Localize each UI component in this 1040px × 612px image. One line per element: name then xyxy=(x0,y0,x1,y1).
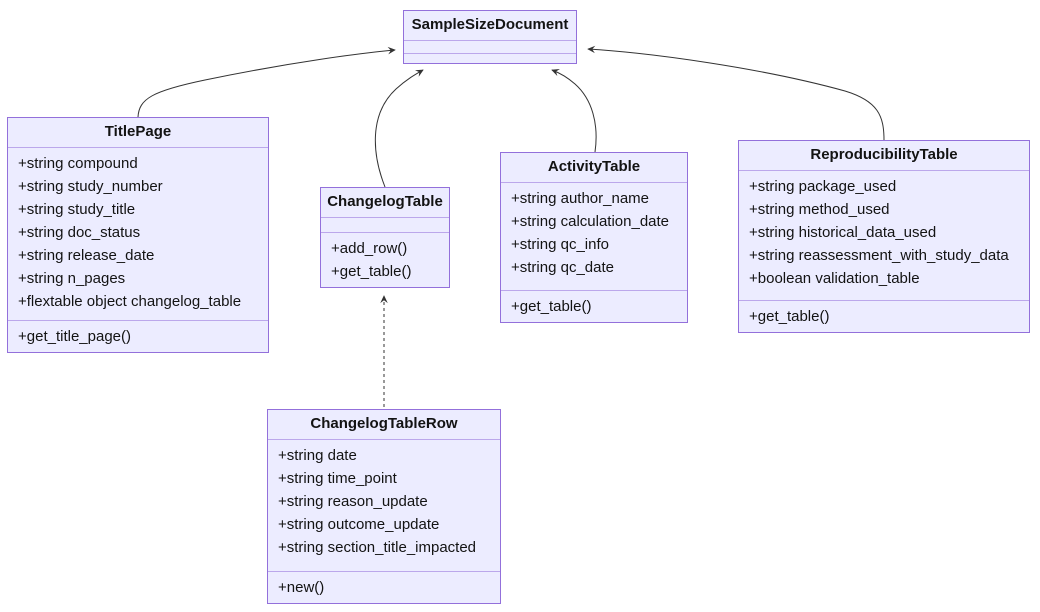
attribute: +string compound xyxy=(18,155,138,172)
attribute: +string author_name xyxy=(511,190,650,207)
class-title: SampleSizeDocument xyxy=(404,11,576,41)
attribute: +string reassessment_with_study_data xyxy=(749,247,1009,264)
class-title: ActivityTable xyxy=(501,153,687,183)
class-methods: +get_table() xyxy=(501,290,687,322)
attribute: +string historical_data_used xyxy=(749,224,937,241)
edge-reproducibilitytable-to-samplesizedocument xyxy=(587,45,885,141)
edge-changelogtable-to-samplesizedocument xyxy=(374,69,424,188)
attribute: +string n_pages xyxy=(18,270,126,287)
edge-activitytable-to-samplesizedocument xyxy=(551,68,597,153)
method: +get_table() xyxy=(331,263,412,280)
class-title: TitlePage xyxy=(8,118,268,148)
attribute: +string calculation_date xyxy=(511,213,670,230)
attribute: +string package_used xyxy=(749,178,897,195)
class-methods: +add_row() +get_table() xyxy=(321,232,449,287)
attribute: +string method_used xyxy=(749,201,890,218)
attribute: +string date xyxy=(278,447,357,464)
class-attributes: +string package_used +string method_used… xyxy=(739,171,1029,300)
attribute: +string qc_date xyxy=(511,259,614,276)
class-title: ChangelogTableRow xyxy=(268,410,500,440)
attribute: +string time_point xyxy=(278,470,397,487)
method: +get_title_page() xyxy=(18,328,131,345)
class-titlepage: TitlePage +string compound +string study… xyxy=(7,117,269,353)
class-changelogtablerow: ChangelogTableRow +string date +string t… xyxy=(267,409,501,604)
class-title: ReproducibilityTable xyxy=(739,141,1029,171)
class-activitytable: ActivityTable +string author_name +strin… xyxy=(500,152,688,323)
class-methods: +new() xyxy=(268,571,500,603)
class-methods-empty xyxy=(404,53,576,63)
attribute: +string doc_status xyxy=(18,224,141,241)
class-changelogtable: ChangelogTable +add_row() +get_table() xyxy=(320,187,450,288)
class-methods: +get_table() xyxy=(739,300,1029,332)
attribute: +string release_date xyxy=(18,247,155,264)
method: +add_row() xyxy=(331,240,408,257)
class-methods: +get_title_page() xyxy=(8,320,268,352)
class-attributes: +string compound +string study_number +s… xyxy=(8,148,268,320)
attribute: +flextable object changelog_table xyxy=(18,293,242,310)
attribute: +boolean validation_table xyxy=(749,270,920,287)
class-attributes: +string author_name +string calculation_… xyxy=(501,183,687,290)
method: +get_table() xyxy=(749,308,830,325)
class-attributes-empty xyxy=(321,218,449,232)
method: +new() xyxy=(278,579,325,596)
attribute: +string study_title xyxy=(18,201,136,218)
class-samplesizedocument: SampleSizeDocument xyxy=(403,10,577,64)
attribute: +string outcome_update xyxy=(278,516,440,533)
edge-titlepage-to-samplesizedocument xyxy=(137,46,396,118)
attribute: +string reason_update xyxy=(278,493,428,510)
attribute: +string qc_info xyxy=(511,236,609,253)
class-attributes-empty xyxy=(404,41,576,53)
method: +get_table() xyxy=(511,298,592,315)
attribute: +string study_number xyxy=(18,178,163,195)
class-attributes: +string date +string time_point +string … xyxy=(268,440,500,571)
class-title: ChangelogTable xyxy=(321,188,449,218)
class-reproducibilitytable: ReproducibilityTable +string package_use… xyxy=(738,140,1030,333)
attribute: +string section_title_impacted xyxy=(278,539,477,556)
